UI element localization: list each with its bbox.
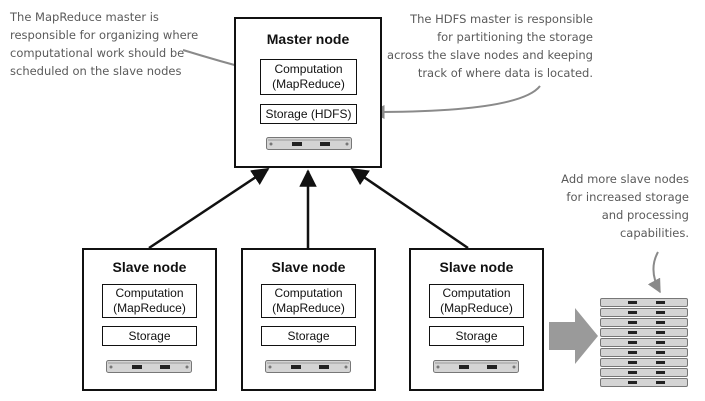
annotation-line: track of where data is located. [417,66,593,80]
annotation-line: responsible for organizing where [10,28,199,42]
server-stack-icon [600,298,688,393]
master-computation-box: Computation (MapReduce) [260,59,357,95]
master-node: Master node Computation (MapReduce) Stor… [234,17,382,168]
annotation-line: The MapReduce master is [10,10,159,24]
annotation-mapreduce-master: The MapReduce master is responsible for … [10,8,198,80]
annotation-line: across the slave nodes and keeping [387,48,593,62]
annotation-arrow-add-slaves [647,251,661,294]
master-storage-box: Storage (HDFS) [260,104,357,124]
server-rack-icon [265,360,351,378]
slave-node-title: Slave node [439,259,514,275]
slave-node-2: Slave node Computation (MapReduce) Stora… [241,248,376,391]
slave-computation-box: Computation (MapReduce) [429,284,524,318]
server-rack-icon [266,137,352,155]
annotation-line: capabilities. [619,226,689,240]
storage-label: Storage (HDFS) [265,106,352,121]
slave-node-3: Slave node Computation (MapReduce) Stora… [409,248,544,391]
connection-arrow-slave1 [148,167,270,250]
annotation-line: for increased storage [566,190,689,204]
annotation-line: scheduled on the slave nodes [10,64,182,78]
computation-label: Computation [274,62,343,76]
slave-node-1: Slave node Computation (MapReduce) Stora… [82,248,217,391]
mapreduce-label: (MapReduce) [440,301,513,315]
computation-label: Computation [115,286,184,300]
annotation-line: for partitioning the storage [437,30,593,44]
storage-label: Storage [128,328,171,343]
slave-node-title: Slave node [112,259,187,275]
annotation-hdfs-master: The HDFS master is responsible for parti… [387,10,593,82]
annotation-add-slaves: Add more slave nodes for increased stora… [561,170,689,242]
annotation-line: computational work should be [10,46,185,60]
storage-label: Storage [287,328,330,343]
mapreduce-label: (MapReduce) [272,77,345,91]
connection-arrow-slave3 [350,167,469,250]
mapreduce-label: (MapReduce) [113,301,186,315]
annotation-line: and processing [601,208,689,222]
slave-computation-box: Computation (MapReduce) [261,284,356,318]
annotation-arrow-hdfs [370,85,541,119]
computation-label: Computation [274,286,343,300]
annotation-line: The HDFS master is responsible [410,12,593,26]
computation-label: Computation [442,286,511,300]
slave-computation-box: Computation (MapReduce) [102,284,197,318]
server-rack-icon [433,360,519,378]
storage-label: Storage [455,328,498,343]
slave-storage-box: Storage [102,326,197,346]
slave-node-title: Slave node [271,259,346,275]
master-node-title: Master node [266,31,350,47]
annotation-line: Add more slave nodes [561,172,689,186]
slave-storage-box: Storage [429,326,524,346]
mapreduce-label: (MapReduce) [272,301,345,315]
expand-arrow [549,308,598,364]
server-rack-icon [106,360,192,378]
slave-storage-box: Storage [261,326,356,346]
